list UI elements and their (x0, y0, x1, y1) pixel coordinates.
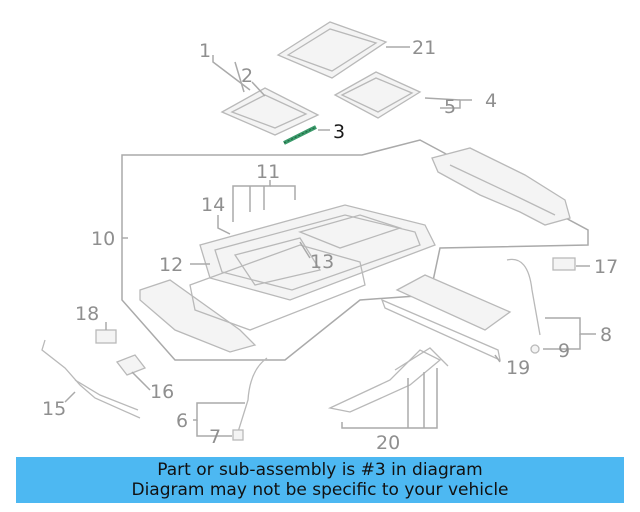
lower-frame-part (139, 244, 366, 353)
callout-10: 10 (91, 228, 115, 250)
callout-13: 13 (310, 251, 334, 273)
callout-9: 9 (558, 340, 570, 362)
cable-part-15 (41, 339, 141, 419)
callout-3: 3 (333, 121, 345, 143)
parts-diagram: 1 2 3 4 5 6 7 8 9 10 11 12 13 14 15 16 1… (41, 21, 618, 454)
banner-line-part-note: Part or sub-assembly is #3 in diagram (157, 460, 483, 480)
callout-14: 14 (201, 194, 225, 216)
callout-2: 2 (241, 65, 253, 87)
clip-part-17 (552, 257, 576, 271)
front-glass-part (220, 87, 320, 136)
banner-line-disclaimer: Diagram may not be specific to your vehi… (131, 480, 509, 500)
callout-11: 11 (256, 161, 280, 183)
callout-19: 19 (506, 357, 530, 379)
callout-16: 16 (150, 381, 174, 403)
glass-panel-part (276, 21, 388, 79)
callout-18: 18 (75, 303, 99, 325)
bracket-part-16 (115, 354, 147, 376)
callout-5: 5 (444, 96, 456, 118)
frame-assembly-outline (121, 139, 589, 361)
callout-7: 7 (209, 426, 221, 448)
drain-hose-front (237, 357, 268, 433)
callout-1: 1 (199, 40, 211, 62)
callout-20: 20 (376, 432, 400, 454)
clip-part-18 (95, 329, 117, 344)
drain-hose-part (506, 258, 541, 336)
callout-4: 4 (485, 90, 497, 112)
callout-6: 6 (176, 410, 188, 432)
side-rail-part (431, 147, 571, 226)
callout-17: 17 (594, 256, 618, 278)
leader-lines (64, 46, 596, 437)
callout-15: 15 (42, 398, 66, 420)
sunshade-part (380, 274, 512, 362)
callout-12: 12 (159, 254, 183, 276)
callout-8: 8 (600, 324, 612, 346)
mechanism-part-20 (327, 349, 442, 413)
rear-panel-part (333, 71, 422, 119)
info-banner: Part or sub-assembly is #3 in diagram Di… (16, 457, 624, 503)
callout-21: 21 (412, 37, 436, 59)
